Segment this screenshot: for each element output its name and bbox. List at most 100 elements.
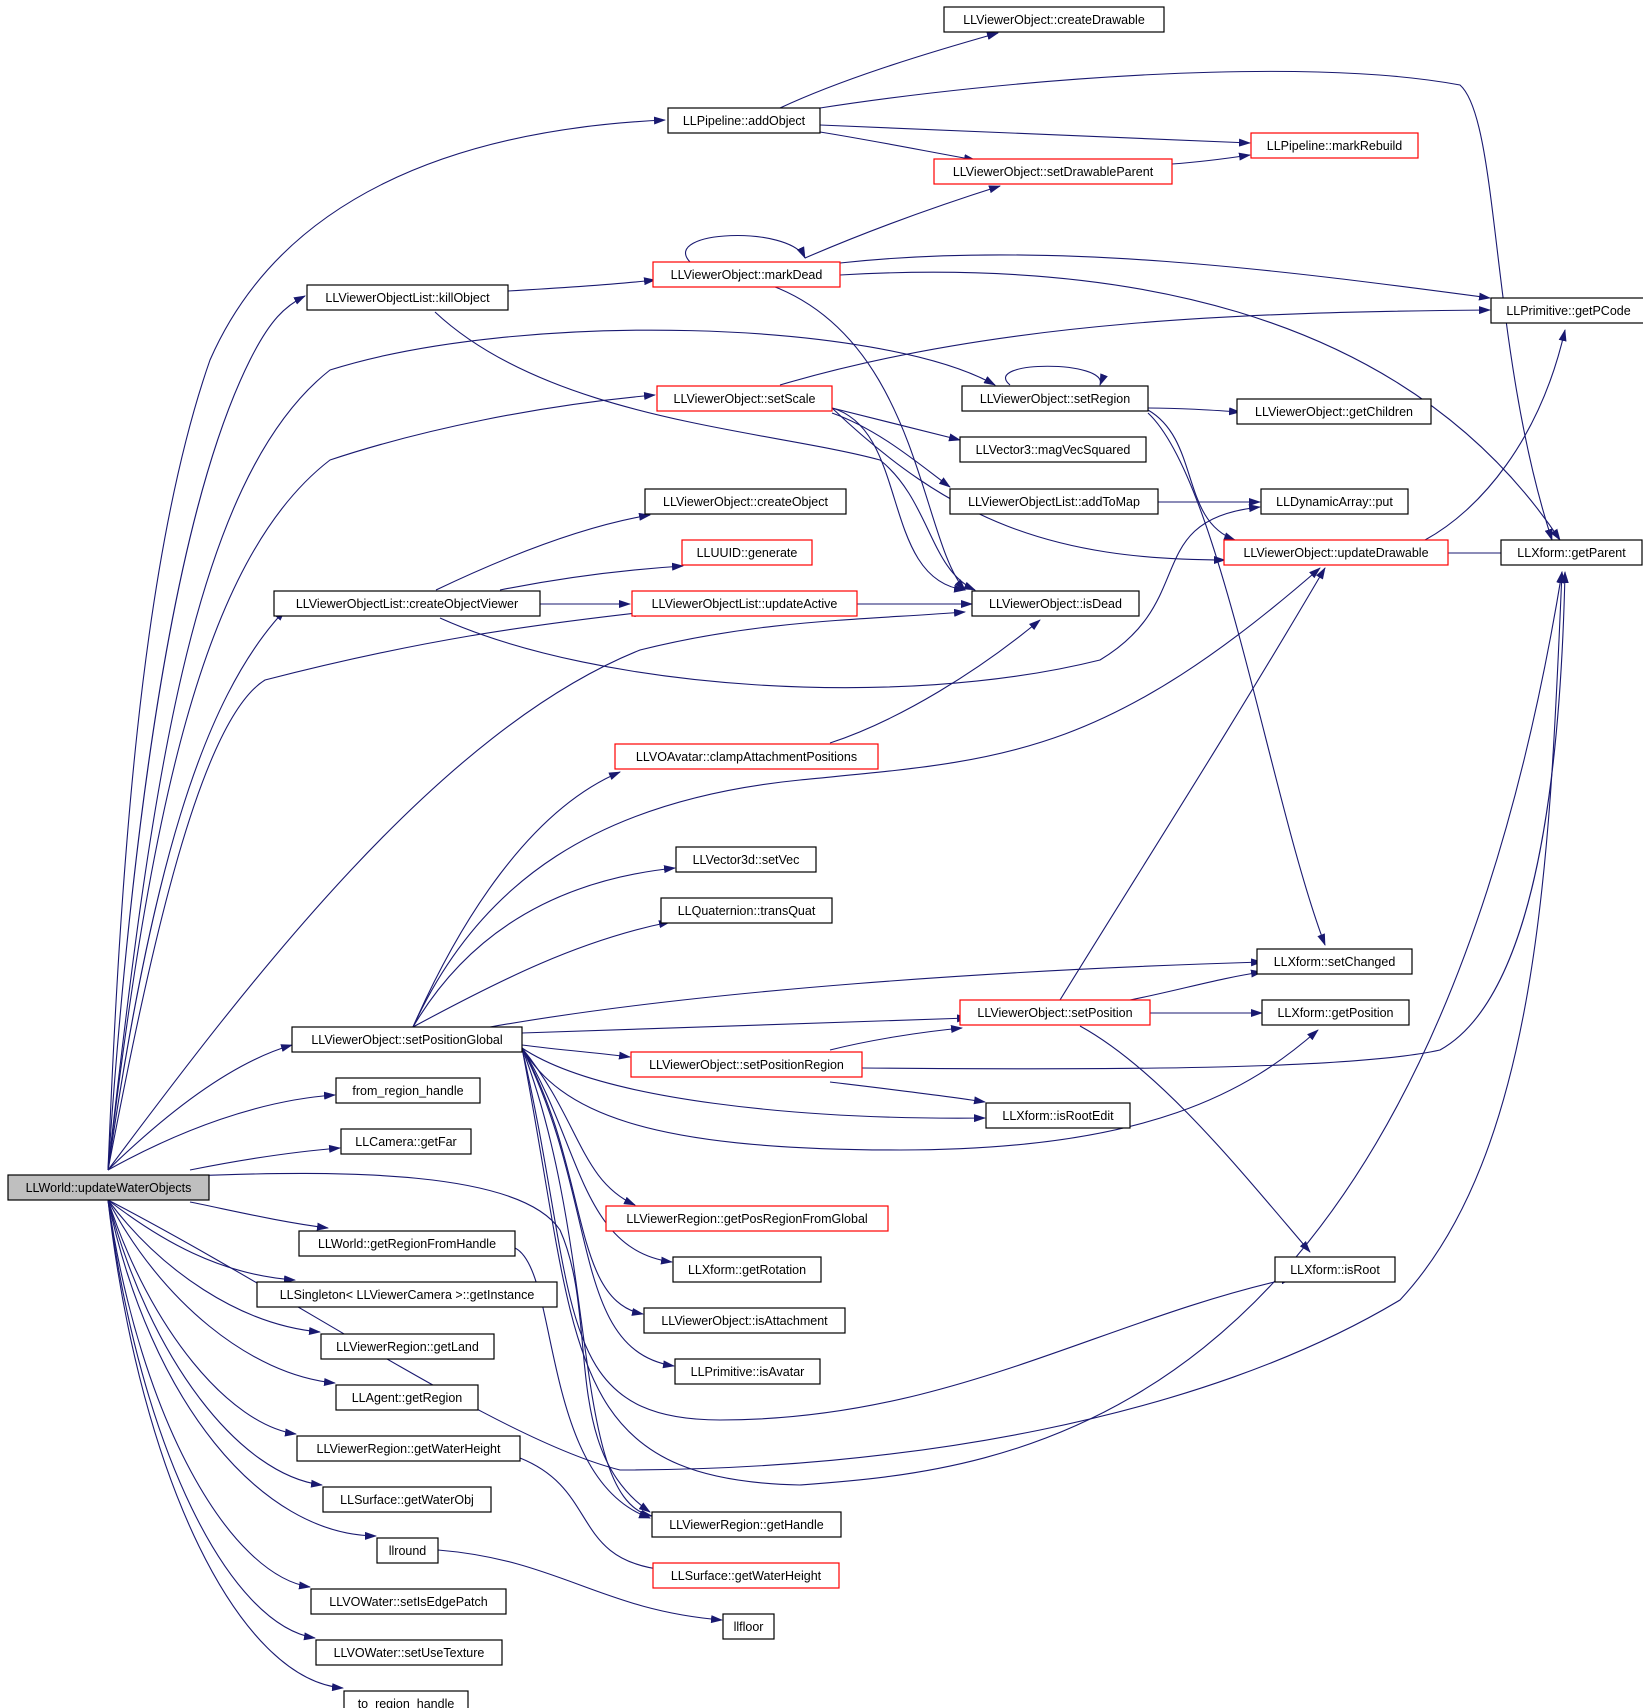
node-addObject[interactable]: LLPipeline::addObject — [667, 107, 821, 134]
node-clamp[interactable]: LLVOAvatar::clampAttachmentPositions — [614, 743, 879, 770]
node-addToMap[interactable]: LLViewerObjectList::addToMap — [949, 488, 1159, 515]
edge-root-to-from_region_handle — [107, 1091, 336, 1171]
node-label: to_region_handle — [358, 1697, 455, 1708]
node-createObject[interactable]: LLViewerObject::createObject — [644, 488, 847, 515]
node-getParent[interactable]: LLXform::getParent — [1500, 539, 1643, 566]
node-setVec[interactable]: LLVector3d::setVec — [675, 846, 817, 873]
node-label: from_region_handle — [352, 1084, 463, 1098]
edge-root-to-setScale — [107, 391, 656, 1171]
node-transQuat[interactable]: LLQuaternion::transQuat — [660, 897, 833, 924]
node-getChildren[interactable]: LLViewerObject::getChildren — [1236, 398, 1432, 425]
node-markRebuild[interactable]: LLPipeline::markRebuild — [1250, 132, 1419, 159]
node-isAvatar[interactable]: LLPrimitive::isAvatar — [674, 1358, 821, 1385]
edge-markDead-self — [685, 234, 806, 263]
node-getPosition[interactable]: LLXform::getPosition — [1261, 999, 1410, 1026]
edge-spg-to-getParent — [521, 571, 1565, 1486]
edge-setScale-to-updateDrawable — [831, 407, 1226, 564]
node-updateActive[interactable]: LLViewerObjectList::updateActive — [631, 590, 858, 617]
node-setPosition[interactable]: LLViewerObject::setPosition — [959, 999, 1151, 1026]
node-getWaterObj[interactable]: LLSurface::getWaterObj — [322, 1486, 492, 1513]
node-box — [291, 1026, 523, 1053]
node-setUseTexture[interactable]: LLVOWater::setUseTexture — [315, 1639, 503, 1666]
node-box — [722, 1613, 775, 1640]
edge-root-to-isDead — [107, 608, 966, 1171]
node-box — [614, 743, 879, 770]
node-box — [335, 1384, 479, 1411]
node-box — [1261, 999, 1410, 1026]
edge-root-to-createObjectViewer — [107, 609, 286, 1171]
edge-createObjectViewer-to-put — [439, 504, 1261, 689]
node-isDead[interactable]: LLViewerObject::isDead — [971, 590, 1140, 617]
node-updateDrawable[interactable]: LLViewerObject::updateDrawable — [1223, 539, 1449, 566]
node-setDrawableParent[interactable]: LLViewerObject::setDrawableParent — [933, 158, 1173, 185]
node-isRoot[interactable]: LLXform::isRoot — [1274, 1256, 1396, 1283]
node-box — [1490, 297, 1643, 324]
node-label: LLXform::isRootEdit — [1002, 1109, 1114, 1123]
graph-nodes: LLWorld::updateWaterObjects LLViewerObje… — [7, 6, 1643, 1708]
node-getLand[interactable]: LLViewerRegion::getLand — [320, 1333, 495, 1360]
node-box — [7, 1174, 210, 1201]
node-label: LLViewerObjectList::updateActive — [652, 597, 838, 611]
node-box — [630, 1051, 863, 1078]
node-label: LLViewerObjectList::killObject — [325, 291, 490, 305]
edge-setRegion-to-setChanged — [1147, 412, 1326, 946]
node-getFar[interactable]: LLCamera::getFar — [340, 1128, 472, 1155]
node-createDrawable[interactable]: LLViewerObject::createDrawable — [943, 6, 1165, 33]
node-setScale[interactable]: LLViewerObject::setScale — [656, 385, 833, 412]
node-label: LLPipeline::addObject — [683, 114, 806, 128]
node-box — [971, 590, 1140, 617]
node-label: LLViewerObject::setScale — [674, 392, 816, 406]
node-box — [660, 897, 833, 924]
node-label: LLQuaternion::transQuat — [678, 904, 816, 918]
node-isAttachment[interactable]: LLViewerObject::isAttachment — [643, 1307, 846, 1334]
node-label: LLVOAvatar::clampAttachmentPositions — [636, 750, 857, 764]
edge-root-to-updateActive — [107, 609, 646, 1171]
node-generate[interactable]: LLUUID::generate — [681, 539, 813, 566]
node-setIsEdgePatch[interactable]: LLVOWater::setIsEdgePatch — [310, 1588, 507, 1615]
edge-spg-to-clamp — [412, 771, 621, 1028]
node-setChanged[interactable]: LLXform::setChanged — [1256, 948, 1413, 975]
edge-spg-to-updateDrawable — [412, 567, 1321, 1028]
node-getWaterHeightRegion[interactable]: LLViewerRegion::getWaterHeight — [296, 1435, 521, 1462]
node-put[interactable]: LLDynamicArray::put — [1260, 488, 1409, 515]
node-createObjectViewer[interactable]: LLViewerObjectList::createObjectViewer — [273, 590, 541, 617]
node-to_region_handle[interactable]: to_region_handle — [343, 1690, 469, 1708]
edge-root-to-killObject — [107, 295, 306, 1171]
node-box — [605, 1205, 889, 1232]
node-label: LLViewerObject::setRegion — [980, 392, 1130, 406]
node-llfloor[interactable]: llfloor — [722, 1613, 775, 1640]
node-label: LLCamera::getFar — [355, 1135, 456, 1149]
node-label: LLViewerRegion::getWaterHeight — [317, 1442, 501, 1456]
node-getRegion[interactable]: LLAgent::getRegion — [335, 1384, 479, 1411]
node-setRegion[interactable]: LLViewerObject::setRegion — [961, 385, 1149, 412]
node-label: LLDynamicArray::put — [1276, 495, 1393, 509]
node-label: LLViewerRegion::getPosRegionFromGlobal — [626, 1212, 867, 1226]
edge-root-to-getWaterObj — [107, 1199, 323, 1488]
edge-llround-to-llfloor — [437, 1549, 723, 1624]
node-setPositionRegion[interactable]: LLViewerObject::setPositionRegion — [630, 1051, 863, 1078]
node-getPCode[interactable]: LLPrimitive::getPCode — [1490, 297, 1643, 324]
edge-clamp-to-isDead — [829, 619, 1041, 744]
node-getInstance[interactable]: LLSingleton< LLViewerCamera >::getInstan… — [256, 1281, 558, 1308]
node-label: LLUUID::generate — [697, 546, 798, 560]
node-getRegionFromHandle[interactable]: LLWorld::getRegionFromHandle — [298, 1230, 516, 1257]
node-getWaterHeightSurface[interactable]: LLSurface::getWaterHeight — [652, 1562, 840, 1589]
node-killObject[interactable]: LLViewerObjectList::killObject — [306, 284, 509, 311]
node-isRootEdit[interactable]: LLXform::isRootEdit — [985, 1102, 1131, 1129]
node-label: LLViewerObject::createObject — [663, 495, 828, 509]
node-getRotation[interactable]: LLXform::getRotation — [672, 1256, 822, 1283]
node-markDead[interactable]: LLViewerObject::markDead — [652, 261, 841, 288]
edge-spg-to-setPositionRegion — [521, 1044, 631, 1060]
node-setPositionGlobal[interactable]: LLViewerObject::setPositionGlobal — [291, 1026, 523, 1053]
node-label: LLViewerObject::isDead — [989, 597, 1122, 611]
node-llround[interactable]: llround — [376, 1537, 439, 1564]
node-getHandle[interactable]: LLViewerRegion::getHandle — [651, 1511, 842, 1538]
node-box — [961, 385, 1149, 412]
edge-spg-to-getRotation — [521, 1047, 673, 1265]
node-root[interactable]: LLWorld::updateWaterObjects — [7, 1174, 210, 1201]
node-from_region_handle[interactable]: from_region_handle — [335, 1077, 481, 1104]
node-getPosRegionFromGlobal[interactable]: LLViewerRegion::getPosRegionFromGlobal — [605, 1205, 889, 1232]
edge-markDead-to-getPCode — [839, 254, 1491, 301]
node-magVecSquared[interactable]: LLVector3::magVecSquared — [959, 436, 1147, 463]
edge-setPositionRegion-to-getParent — [861, 571, 1569, 1070]
